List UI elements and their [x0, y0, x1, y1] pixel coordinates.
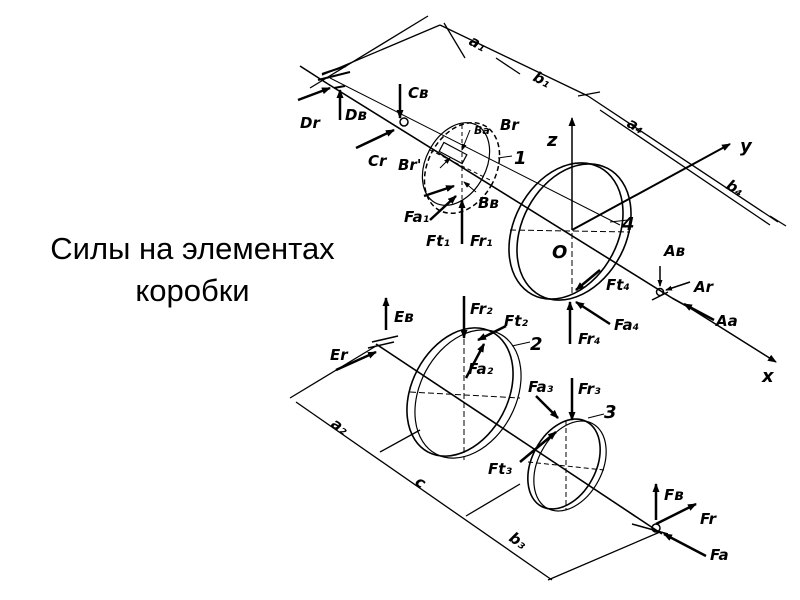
upper-dimension-lines: [309, 15, 787, 227]
label-aa: Aa: [715, 312, 738, 330]
label-ft1: Ft₁: [426, 232, 450, 250]
slide-title: Силы на элементах коробки: [20, 228, 365, 312]
label-cr: Cr: [368, 152, 388, 170]
axis-x-label: x: [761, 366, 775, 387]
label-ft2: Ft₂: [504, 312, 528, 330]
label-br-prime: Br': [398, 156, 421, 174]
label-fa3: Fa₃: [528, 378, 554, 396]
axis-y-label: y: [740, 136, 753, 157]
gear-3: [527, 418, 607, 512]
gear-number-3: 3: [604, 402, 617, 423]
dim-b3: b₃: [506, 528, 531, 553]
label-ft3: Ft₃: [488, 460, 512, 478]
title-line-2: коробки: [135, 273, 250, 308]
gear-number-4: 4: [621, 214, 635, 235]
bearing-d: [317, 65, 351, 89]
label-ar: Ar: [693, 278, 715, 296]
gear-2: [406, 327, 522, 460]
bearing-c: [355, 84, 409, 150]
forces-gear-4: [566, 269, 611, 344]
label-ba: Bа: [474, 124, 490, 137]
gear-4: [508, 162, 632, 301]
dim-b1: b₁: [530, 68, 554, 92]
dim-a1: a₁: [466, 32, 489, 56]
forces-gear-2: [460, 296, 507, 379]
title-line-1: Силы на элементах: [50, 231, 335, 266]
bearing-f: [631, 483, 707, 558]
origin-label: O: [552, 242, 567, 263]
label-bb: Bв: [478, 194, 499, 212]
label-fr: Fr: [700, 510, 718, 528]
label-fa: Fa: [710, 546, 729, 564]
dim-a2: a₂: [328, 414, 352, 438]
label-db: Dв: [345, 106, 367, 124]
dim-b4: b₄: [723, 176, 747, 200]
bearing-a: [651, 266, 715, 322]
label-fr4: Fr₄: [578, 330, 601, 348]
dim-c: c: [412, 472, 430, 492]
lower-shaft: [375, 343, 663, 535]
axis-z-label: z: [546, 130, 558, 151]
label-ft4: Ft₄: [606, 276, 630, 294]
label-dr: Dr: [300, 114, 321, 132]
dim-a4: a₄: [624, 114, 647, 138]
label-fb: Fв: [664, 486, 684, 504]
forces-gear-3: [519, 378, 576, 463]
label-fa1: Fa₁: [404, 208, 429, 226]
label-er: Er: [330, 346, 349, 364]
label-eb: Eв: [394, 308, 414, 326]
label-cb: Cв: [408, 84, 429, 102]
lower-dimension-lines: [289, 345, 661, 581]
label-fa4: Fa₄: [614, 316, 639, 334]
label-fa2: Fa₂: [468, 360, 494, 378]
bearing-e: [335, 297, 399, 372]
label-fr1: Fr₁: [470, 232, 493, 250]
gear-number-2: 2: [530, 334, 543, 355]
forces-d: [297, 86, 344, 120]
forces-gear-1: [423, 184, 466, 244]
gear-number-1: 1: [514, 148, 527, 169]
upper-shaft: [299, 65, 691, 309]
label-br: Br: [500, 116, 520, 134]
label-fr2: Fr₂: [470, 300, 493, 318]
label-ab: Aв: [663, 242, 685, 260]
label-fr3: Fr₃: [578, 380, 601, 398]
